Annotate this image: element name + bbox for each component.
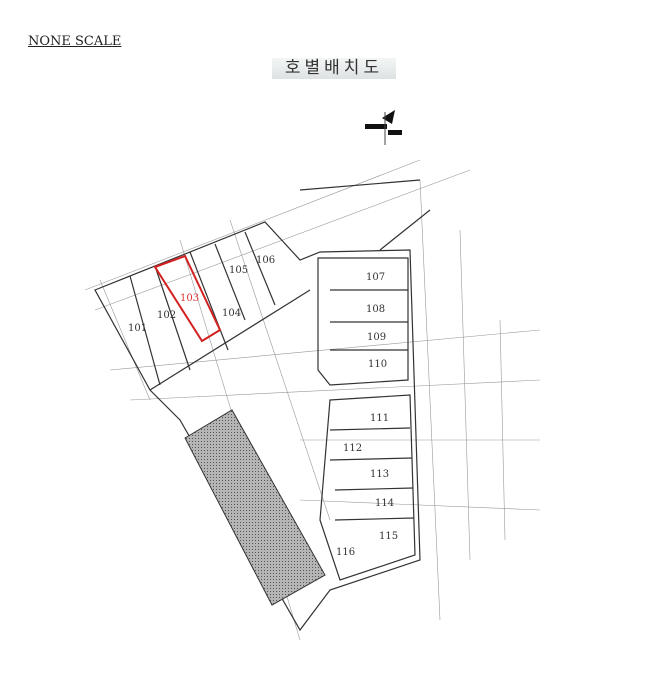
hatched-parking-area xyxy=(184,409,326,606)
highlighted-unit-103[interactable] xyxy=(153,254,222,343)
unit-label: 114 xyxy=(375,498,394,509)
scale-note: NONE SCALE xyxy=(28,34,122,49)
unit-label: 109 xyxy=(367,332,386,343)
unit-label: 105 xyxy=(229,265,248,276)
unit-label: 113 xyxy=(370,469,389,480)
unit-label: 115 xyxy=(379,531,398,542)
unit-label: 110 xyxy=(368,359,387,370)
north-arrow-icon xyxy=(365,110,402,145)
plan-title: 호별배치도 xyxy=(272,58,396,79)
unit-label: 106 xyxy=(256,255,275,266)
unit-label-highlighted: 103 xyxy=(180,293,199,304)
unit-label: 104 xyxy=(222,308,241,319)
unit-label: 111 xyxy=(370,413,389,424)
unit-label: 102 xyxy=(157,310,176,321)
building-outline xyxy=(94,179,431,632)
unit-label: 108 xyxy=(366,304,385,315)
unit-label: 112 xyxy=(343,443,362,454)
unit-label: 107 xyxy=(366,272,385,283)
unit-label: 116 xyxy=(336,547,355,558)
unit-label: 101 xyxy=(128,323,147,334)
